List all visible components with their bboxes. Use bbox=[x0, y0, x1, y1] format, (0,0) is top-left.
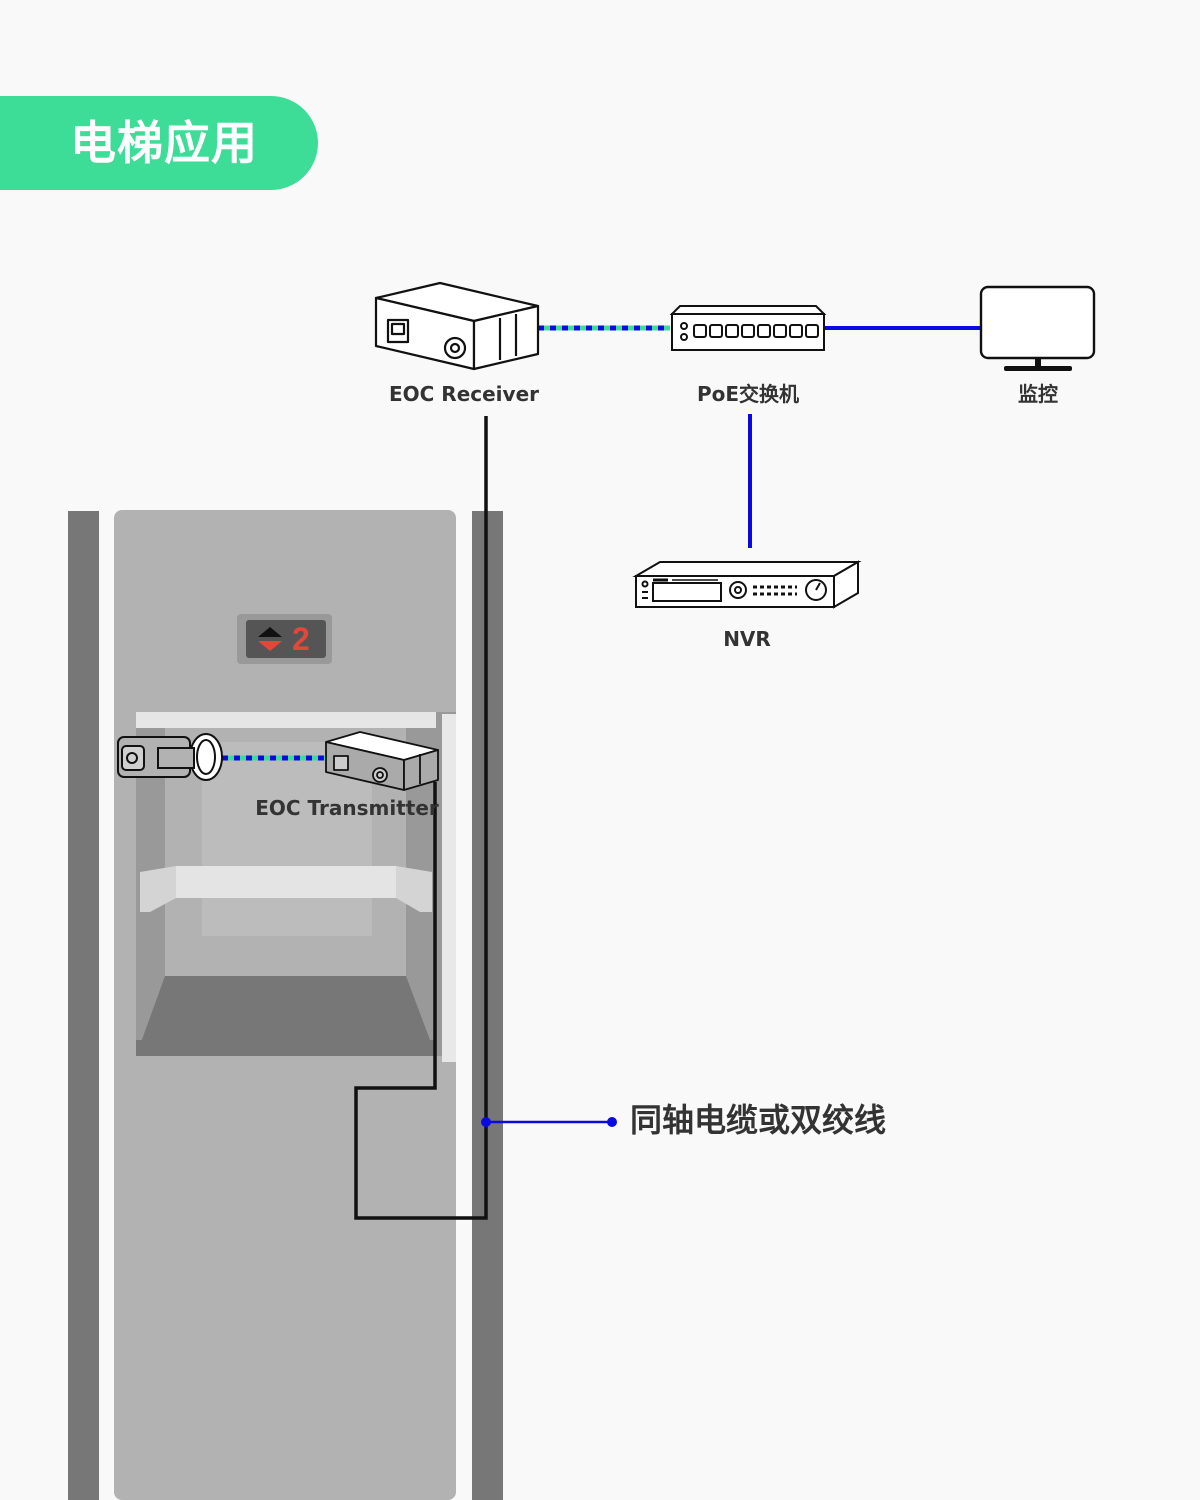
eoc-receiver-label: EOC Receiver bbox=[388, 382, 540, 406]
eoc-transmitter-icon bbox=[325, 731, 439, 791]
arrow-down-icon bbox=[258, 641, 282, 651]
coax-cable bbox=[354, 416, 488, 1220]
floor-indicator bbox=[237, 614, 332, 664]
switch-icon bbox=[669, 305, 827, 351]
shaft-wall-left bbox=[68, 511, 99, 1500]
camera-icon bbox=[117, 733, 223, 781]
nvr-icon bbox=[632, 560, 862, 609]
poe-switch-label: PoE交换机 bbox=[696, 382, 800, 406]
title-badge: 电梯应用 bbox=[0, 96, 318, 190]
monitor-icon bbox=[979, 285, 1096, 371]
monitor-label: 监控 bbox=[1018, 382, 1058, 406]
arrow-up-icon bbox=[258, 627, 282, 637]
cables bbox=[222, 325, 980, 1220]
cable-type-label: 同轴电缆或双绞线 bbox=[630, 1101, 887, 1139]
callout-pointer bbox=[481, 1117, 617, 1127]
eoc-receiver-icon bbox=[374, 281, 540, 371]
nvr-label: NVR bbox=[723, 627, 771, 651]
page-title: 电梯应用 bbox=[70, 116, 258, 170]
floor-number: 2 bbox=[292, 621, 310, 657]
eoc-transmitter-label: EOC Transmitter bbox=[255, 796, 439, 820]
